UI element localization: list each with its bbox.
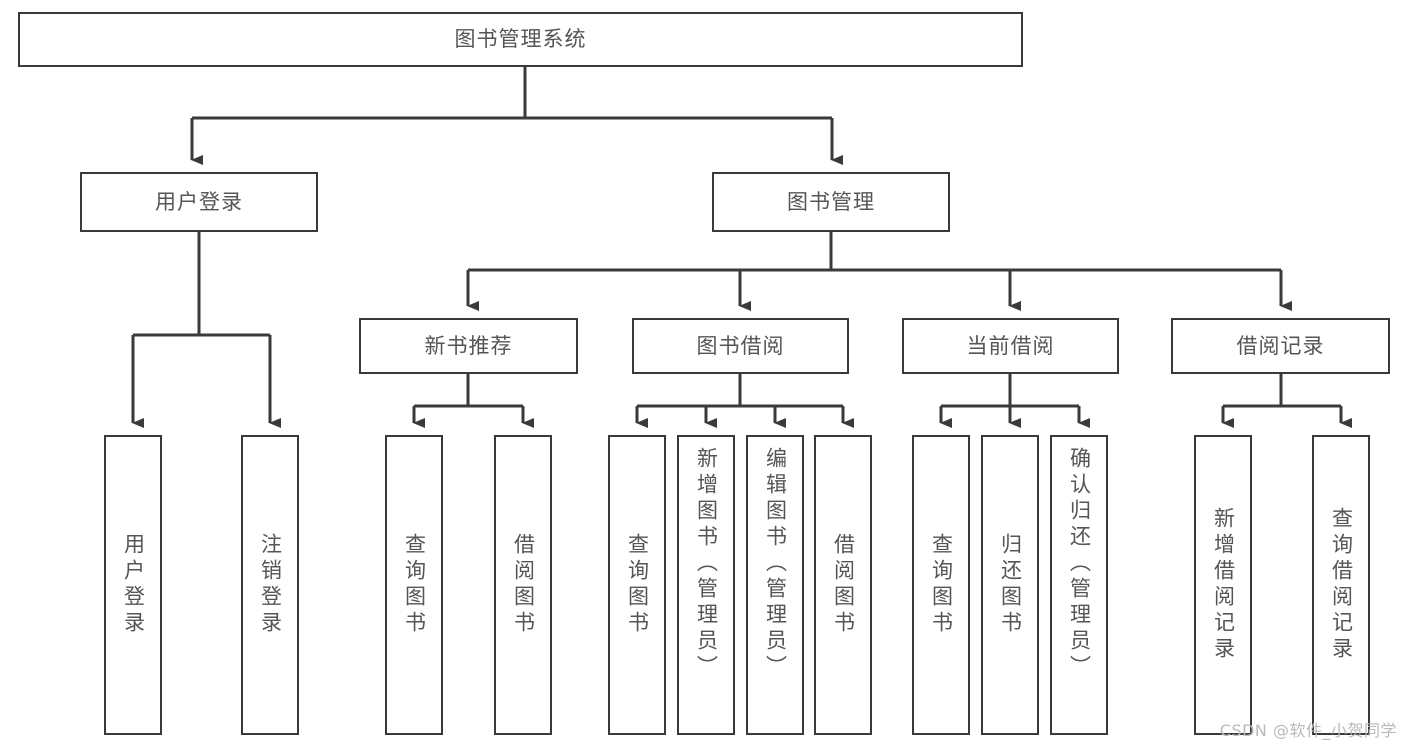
node-root[interactable]: 图书管理系统	[18, 12, 1023, 67]
node-leaf-query-book-2-label: 查询图书	[625, 533, 650, 637]
node-leaf-query-book-2[interactable]: 查询图书	[608, 435, 666, 735]
node-leaf-query-book-3[interactable]: 查询图书	[912, 435, 970, 735]
node-user-login-label: 用户登录	[155, 189, 243, 214]
node-leaf-logout-label: 注销登录	[258, 533, 283, 637]
node-leaf-add-book[interactable]: 新增图书（管理员）	[677, 435, 735, 735]
node-current-borrow[interactable]: 当前借阅	[902, 318, 1119, 374]
node-leaf-confirm-return[interactable]: 确认归还（管理员）	[1050, 435, 1108, 735]
node-leaf-query-record[interactable]: 查询借阅记录	[1312, 435, 1370, 735]
node-leaf-user-login[interactable]: 用户登录	[104, 435, 162, 735]
node-leaf-query-book-1[interactable]: 查询图书	[385, 435, 443, 735]
node-leaf-return-book-label: 归还图书	[998, 533, 1023, 637]
node-borrow-record[interactable]: 借阅记录	[1171, 318, 1390, 374]
node-new-book-recommend[interactable]: 新书推荐	[359, 318, 578, 374]
node-leaf-borrow-book-1-label: 借阅图书	[511, 533, 536, 637]
node-leaf-borrow-book-2[interactable]: 借阅图书	[814, 435, 872, 735]
node-user-login[interactable]: 用户登录	[80, 172, 318, 232]
node-leaf-query-book-3-label: 查询图书	[929, 533, 954, 637]
node-leaf-query-record-label: 查询借阅记录	[1329, 507, 1354, 663]
node-leaf-query-book-1-label: 查询图书	[402, 533, 427, 637]
csdn-watermark: CSDN @软件_小贺同学	[1219, 721, 1397, 740]
node-leaf-return-book[interactable]: 归还图书	[981, 435, 1039, 735]
node-new-book-recommend-label: 新书推荐	[424, 333, 513, 358]
node-root-label: 图书管理系统	[454, 27, 587, 52]
node-book-borrow-label: 图书借阅	[696, 333, 785, 358]
node-leaf-add-record-label: 新增借阅记录	[1211, 507, 1236, 663]
node-book-manage[interactable]: 图书管理	[712, 172, 950, 232]
node-leaf-edit-book-label: 编辑图书（管理员）	[763, 447, 788, 681]
node-leaf-add-book-label: 新增图书（管理员）	[694, 447, 719, 681]
node-leaf-add-record[interactable]: 新增借阅记录	[1194, 435, 1252, 735]
node-leaf-edit-book[interactable]: 编辑图书（管理员）	[746, 435, 804, 735]
node-book-manage-label: 图书管理	[787, 189, 875, 214]
node-leaf-confirm-return-label: 确认归还（管理员）	[1067, 447, 1092, 681]
node-leaf-logout[interactable]: 注销登录	[241, 435, 299, 735]
node-leaf-borrow-book-2-label: 借阅图书	[831, 533, 856, 637]
node-leaf-user-login-label: 用户登录	[121, 533, 146, 637]
node-book-borrow[interactable]: 图书借阅	[632, 318, 849, 374]
node-current-borrow-label: 当前借阅	[966, 333, 1055, 358]
node-leaf-borrow-book-1[interactable]: 借阅图书	[494, 435, 552, 735]
node-borrow-record-label: 借阅记录	[1236, 333, 1325, 358]
